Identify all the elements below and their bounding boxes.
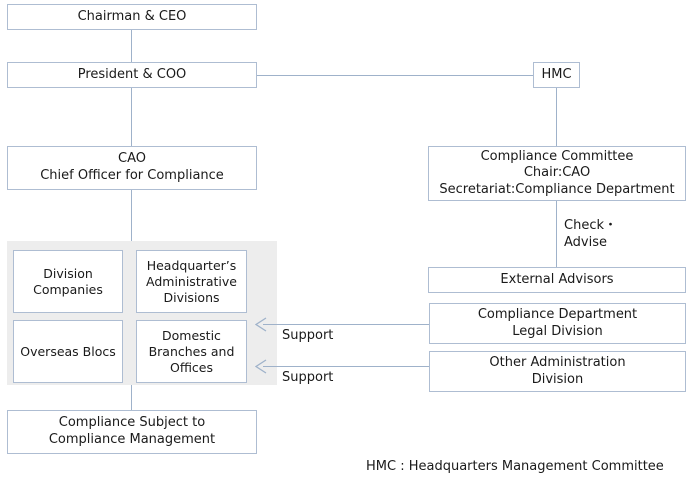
- abbreviation-legend: HMC : Headquarters Management Committee …: [366, 421, 696, 496]
- connector-president-to-hmc: [257, 75, 534, 76]
- edge-label-support-lower: Support: [282, 370, 334, 385]
- node-president-coo: President & COO: [7, 62, 257, 88]
- node-compliance-department-legal-division: Compliance Department Legal Division: [429, 303, 686, 344]
- connector-cao-to-panel: [131, 190, 132, 242]
- edge-label-check-advise: Check・ Advise: [564, 218, 617, 250]
- node-headquarters-administrative-divisions: Headquarter’s Administrative Divisions: [136, 250, 247, 313]
- node-cao: CAO Chief Officer for Compliance: [7, 146, 257, 190]
- node-chairman-ceo: Chairman & CEO: [7, 4, 257, 30]
- support-arrow-upper-line: [263, 324, 429, 325]
- node-other-administration-division: Other Administration Division: [429, 351, 686, 392]
- node-external-advisors: External Advisors: [428, 267, 686, 293]
- node-domestic-branches-and-offices: Domestic Branches and Offices: [136, 320, 247, 383]
- connector-president-to-cao: [131, 88, 132, 147]
- legend-item-hmc: HMC : Headquarters Management Committee: [366, 458, 664, 474]
- node-division-companies: Division Companies: [13, 250, 123, 313]
- connector-chairman-to-president: [131, 29, 132, 63]
- connector-committee-to-advisors: [556, 201, 557, 268]
- connector-panel-to-compliance-subject: [131, 385, 132, 410]
- connector-hmc-to-committee: [556, 88, 557, 147]
- node-overseas-blocs: Overseas Blocs: [13, 320, 123, 383]
- node-hmc: HMC: [533, 62, 580, 88]
- node-compliance-committee: Compliance Committee Chair:CAO Secretari…: [428, 146, 686, 201]
- edge-label-support-upper: Support: [282, 328, 334, 343]
- node-compliance-subject: Compliance Subject to Compliance Managem…: [7, 410, 257, 454]
- support-arrow-lower-line: [263, 366, 429, 367]
